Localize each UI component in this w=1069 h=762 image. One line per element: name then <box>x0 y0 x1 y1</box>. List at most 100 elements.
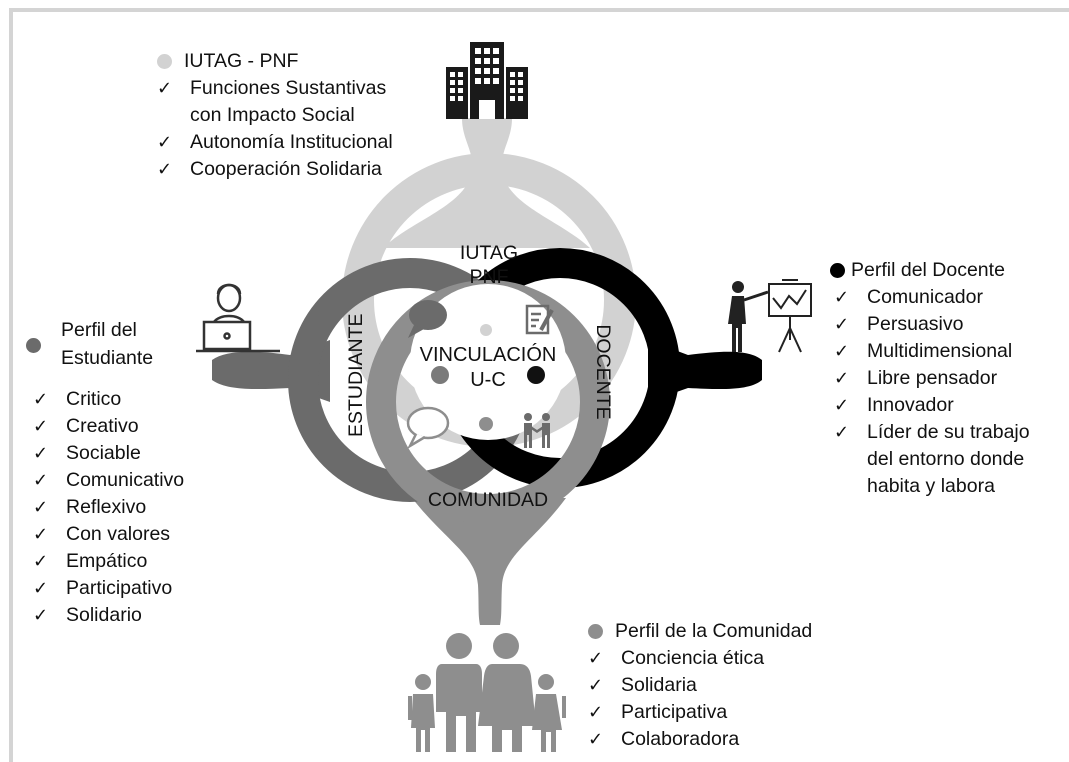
check-icon: ✓ <box>33 470 49 491</box>
list-item-text: Colaboradora <box>621 728 740 750</box>
list-item-text: Conciencia ética <box>621 647 765 669</box>
center-title-line1: VINCULACIÓN <box>419 344 557 366</box>
list-item: ✓ Líder de su trabajo <box>834 419 1030 446</box>
list-item-text: Participativa <box>621 701 728 723</box>
list-item: ✓ Autonomía Institucional <box>157 129 393 156</box>
list-item: ✓ Creativo <box>33 413 184 440</box>
list-item: habita y labora <box>834 473 1030 500</box>
check-icon: ✓ <box>33 524 49 545</box>
list-item-text: Creativo <box>66 415 139 437</box>
list-item-text: Innovador <box>867 394 954 416</box>
list-item: ✓ Persuasivo <box>834 311 1030 338</box>
comunidad-header: Perfil de la Comunidad <box>588 618 812 645</box>
list-item: ✓Innovador <box>834 392 1030 419</box>
iutag-block: IUTAG - PNF ✓ Funciones Sustantivas con I… <box>157 48 393 183</box>
label-iutag-line1: IUTAG <box>459 242 519 264</box>
label-iutag: IUTAG PNF <box>449 241 529 289</box>
list-item-text: Comunicativo <box>66 469 185 491</box>
docente-header: Perfil del Docente <box>830 257 1030 284</box>
list-item-text: del entorno donde <box>867 448 1025 470</box>
iutag-header: IUTAG - PNF <box>157 48 393 75</box>
list-item: ✓Participativa <box>588 699 812 726</box>
list-item-text: Multidimensional <box>867 340 1013 362</box>
check-icon: ✓ <box>33 443 49 464</box>
docente-block: Perfil del Docente ✓ Comunicador ✓ Persuas… <box>830 257 1030 500</box>
building-icon <box>446 42 528 119</box>
check-icon: ✓ <box>33 497 49 518</box>
label-estudiante: ESTUDIANTE <box>345 313 367 437</box>
comunidad-block: Perfil de la Comunidad ✓Conciencia ética… <box>588 618 812 753</box>
list-item: ✓Conciencia ética <box>588 645 812 672</box>
list-item: ✓Libre pensador <box>834 365 1030 392</box>
center-title-line2: U-C <box>470 369 506 391</box>
list-item-text: Critico <box>66 388 122 410</box>
list-item-spacer <box>834 473 867 500</box>
estudiante-header: Perfil del Estudiante <box>26 316 184 376</box>
check-icon: ✓ <box>33 389 49 410</box>
list-item: ✓Participativo <box>33 575 184 602</box>
list-item: ✓ Funciones Sustantivas <box>157 75 393 102</box>
list-item-text: Reflexivo <box>66 496 147 518</box>
student-laptop-icon <box>196 283 280 353</box>
list-item-text: Autonomía Institucional <box>190 131 393 153</box>
chat-outline-icon <box>406 406 450 450</box>
center-dot-right <box>527 366 545 384</box>
list-item: ✓ Comunicador <box>834 284 1030 311</box>
list-item-text: Solidario <box>66 604 142 626</box>
check-icon: ✓ <box>588 675 604 696</box>
center-title: VINCULACIÓN U-C <box>398 343 578 393</box>
list-item: ✓ Critico <box>33 386 184 413</box>
list-item-text: Persuasivo <box>867 313 964 335</box>
list-item: ✓ Reflexivo <box>33 494 184 521</box>
label-docente: DOCENTE <box>592 324 614 420</box>
estudiante-title-line2: Estudiante <box>61 347 154 369</box>
center-dot-left <box>431 366 449 384</box>
list-item-text: habita y labora <box>867 475 995 497</box>
handshake-icon <box>524 413 550 448</box>
list-item: ✓ Comunicativo <box>33 467 184 494</box>
docente-dot <box>830 263 845 278</box>
check-icon: ✓ <box>834 422 850 443</box>
list-item-spacer <box>834 446 867 473</box>
comunidad-list: ✓Conciencia ética ✓Solidaria ✓Participat… <box>588 645 812 753</box>
list-item-text: con Impacto Social <box>190 104 355 126</box>
list-item: ✓ Cooperación Solidaria <box>157 156 393 183</box>
list-item: ✓Solidaria <box>588 672 812 699</box>
estudiante-title-line1: Perfil del <box>61 319 137 341</box>
teacher-presentation-icon <box>728 279 812 353</box>
list-item-text: Empático <box>66 550 148 572</box>
list-item-text: Comunicador <box>867 286 983 308</box>
list-item: ✓ Multidimensional <box>834 338 1030 365</box>
check-icon: ✓ <box>33 416 49 437</box>
check-icon: ✓ <box>834 368 850 389</box>
estudiante-list: ✓Critico ✓Creativo ✓Sociable ✓Comunicati… <box>33 386 184 629</box>
check-icon: ✓ <box>834 341 850 362</box>
list-item: ✓ Empático <box>33 548 184 575</box>
label-iutag-line2: PNF <box>469 266 509 288</box>
center-dot-bottom <box>479 417 493 431</box>
list-item: ✓Solidario <box>33 602 184 629</box>
comunidad-connector <box>412 498 566 625</box>
list-item-spacer <box>157 102 190 129</box>
center-dot-top <box>480 324 492 336</box>
list-item-text: Funciones Sustantivas <box>190 77 387 99</box>
estudiante-block: Perfil del Estudiante ✓ Critico ✓ Creativo… <box>26 316 184 629</box>
iutag-dot <box>157 54 172 69</box>
check-icon: ✓ <box>834 287 850 308</box>
frame-left-border <box>9 8 13 762</box>
check-icon: ✓ <box>33 551 49 572</box>
list-item: ✓ Con valores <box>33 521 184 548</box>
check-icon: ✓ <box>588 729 604 750</box>
list-item-text: Participativo <box>66 577 173 599</box>
check-icon: ✓ <box>157 132 173 153</box>
list-item-text: Cooperación Solidaria <box>190 158 382 180</box>
check-icon: ✓ <box>157 78 173 99</box>
frame-top-border <box>9 8 1069 12</box>
check-icon: ✓ <box>834 314 850 335</box>
list-item-text: Líder de su trabajo <box>867 421 1030 443</box>
check-icon: ✓ <box>157 159 173 180</box>
comunidad-dot <box>588 624 603 639</box>
list-item-text: Con valores <box>66 523 171 545</box>
estudiante-title: Perfil del Estudiante <box>61 316 153 372</box>
